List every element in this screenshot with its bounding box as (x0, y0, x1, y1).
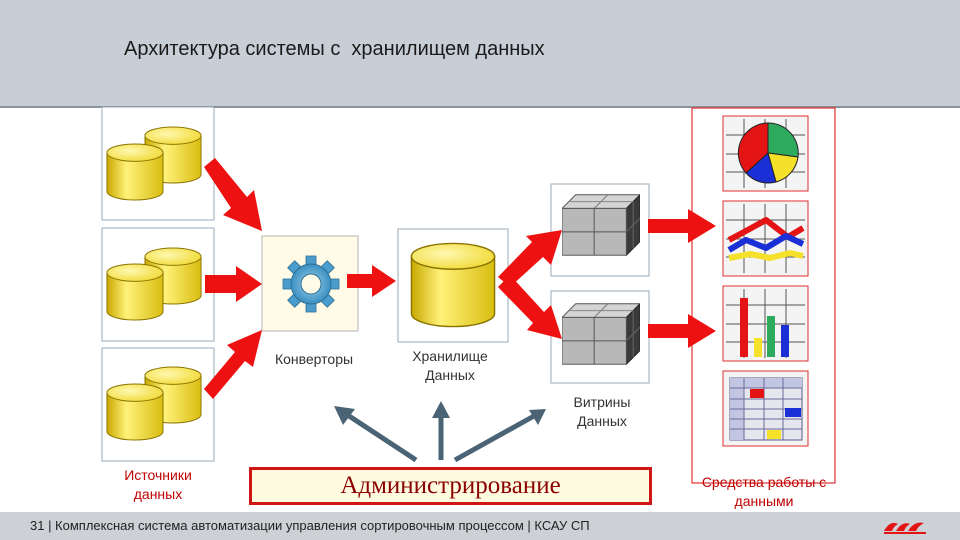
database-icon (106, 143, 164, 201)
data-mart-1 (550, 183, 650, 277)
warehouse-box (397, 228, 509, 343)
arrow-warehouse-mart1 (498, 230, 562, 287)
database-icon (106, 383, 164, 441)
bar-chart-icon (740, 298, 789, 357)
data-source-3 (101, 347, 215, 462)
tools-label: Средства работы с данными (701, 474, 827, 509)
sources-label: Источники данных (124, 467, 192, 502)
data-source-1 (101, 106, 215, 221)
tool-line-chart (722, 200, 809, 277)
converter-box (261, 235, 359, 332)
arrow-mart2-tools (648, 314, 716, 348)
footer-bar: 31 | Комплексная система автоматизации у… (0, 512, 960, 540)
tool-pie-chart (722, 115, 809, 192)
marts-label: Витрины Данных (573, 394, 631, 429)
pie-chart-icon (737, 122, 799, 184)
arrow-source2-converter (205, 266, 262, 302)
line-chart-icon (727, 217, 805, 261)
flow-arrows (204, 158, 716, 399)
cube-icon (562, 303, 640, 365)
administration-box: Администрирование (249, 467, 652, 505)
gear-icon (282, 255, 340, 313)
data-mart-2 (550, 290, 650, 384)
database-icon (410, 242, 496, 328)
converters-label: Конверторы (274, 351, 354, 367)
arrow-warehouse-mart2 (498, 275, 562, 339)
table-grid-icon (729, 377, 803, 441)
arrow-mart1-tools (648, 209, 716, 243)
arrow-source1-converter (204, 158, 262, 231)
database-icon (106, 263, 164, 321)
warehouse-label: Хранилище Данных (412, 348, 488, 383)
arrow-converter-warehouse (347, 265, 396, 297)
admin-arrows (334, 401, 546, 463)
arrow-source3-converter (204, 330, 262, 399)
tool-table-grid (722, 370, 809, 447)
tool-bar-chart (722, 285, 809, 362)
page-title: Архитектура системы с хранилищем данных (124, 38, 545, 60)
footer-text: 31 | Комплексная система автоматизации у… (30, 518, 590, 533)
rzd-logo (884, 522, 926, 534)
cube-icon (562, 194, 640, 256)
administration-label: Администрирование (340, 472, 561, 499)
header-bar: Архитектура системы с хранилищем данных (0, 0, 960, 108)
data-source-2 (101, 227, 215, 342)
